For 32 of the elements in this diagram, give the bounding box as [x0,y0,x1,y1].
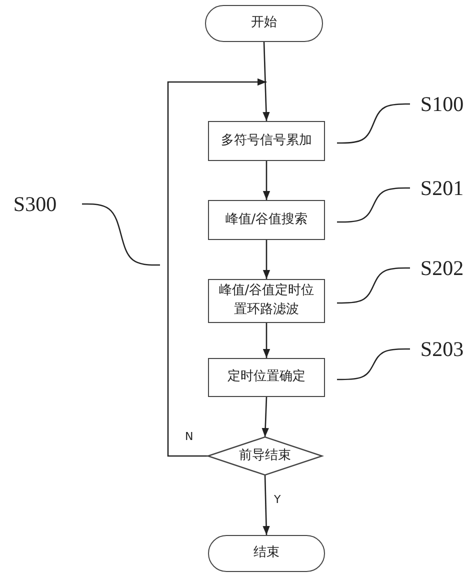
process-box [208,200,325,240]
step-number: S203 [419,336,465,363]
leader-line [337,187,410,223]
step-number: S300 [12,190,58,218]
step-text: 前导结束 [238,446,292,465]
arrow [262,240,270,279]
step-text: 多符号信号累加 [220,132,313,150]
edge-label: Y [273,493,282,506]
terminal-box [205,5,323,42]
terminal-box [208,535,325,572]
leader-line [82,203,160,266]
step-text: 峰值/谷值定时位置环路滤波 [218,282,316,319]
process-box [208,358,325,397]
step-number: S100 [419,90,465,118]
arrow [262,161,270,200]
process-box [208,279,325,323]
step-text: 峰值/谷值搜索 [224,210,309,229]
leader-line [337,348,410,380]
step-text: 开始 [250,14,278,32]
arrow [262,42,270,122]
leader-line [337,267,410,304]
step-text: 定时位置确定 [226,368,306,386]
arrow [262,396,269,438]
step-text: 结束 [252,544,280,562]
leader-line [337,103,410,144]
arrow [262,474,270,536]
arrow [262,323,270,358]
step-number: S201 [419,174,465,202]
process-box [208,121,325,161]
arrow [167,78,266,457]
edge-label: N [184,430,194,443]
step-number: S202 [419,254,465,282]
